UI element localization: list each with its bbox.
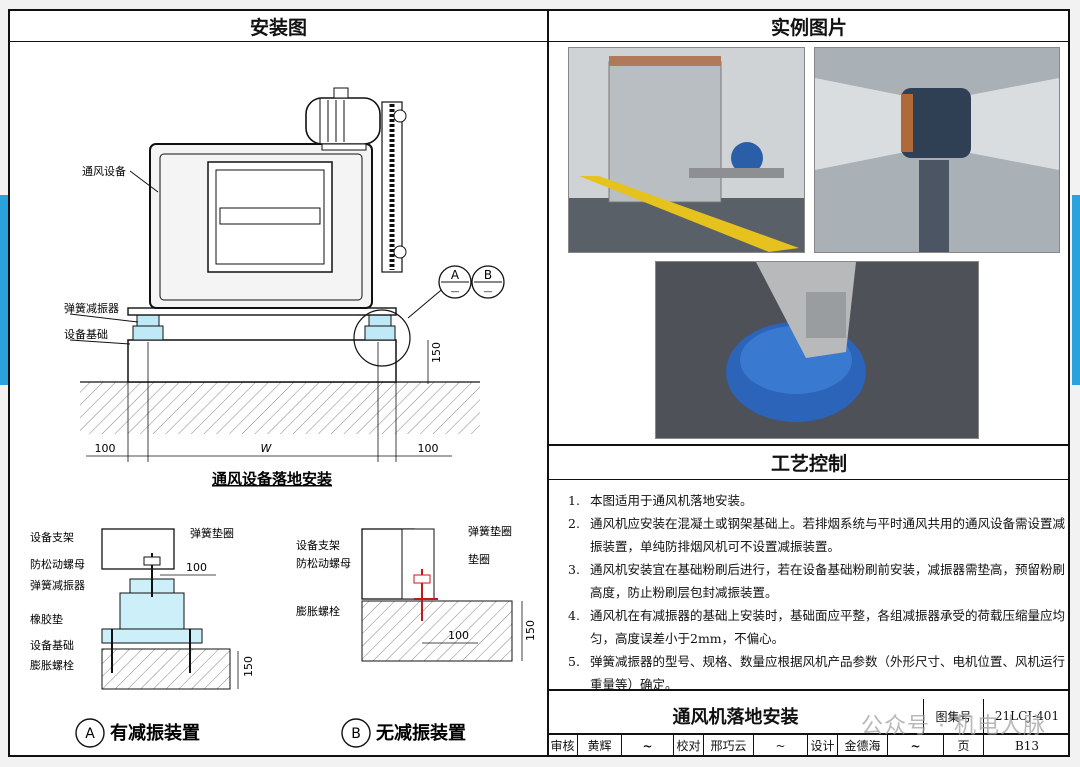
- motor: [305, 87, 381, 151]
- title-block: 通风机落地安装 图集号 21LCJ-401 审核 黄辉 ~ 校对 邢巧云 ~ 设…: [548, 699, 1070, 757]
- photo-fan-on-base: [568, 47, 805, 253]
- checker-name: 邢巧云: [704, 734, 754, 757]
- steel-frame: [127, 307, 397, 316]
- label-spring-damper: 弹簧减振器: [64, 301, 119, 315]
- detail-b-dim-150: 150: [524, 620, 537, 641]
- detail-a-rubber-pad: [101, 628, 203, 644]
- callout-a: A —: [438, 265, 472, 299]
- note-item: 1. 本图适用于通风机落地安装。: [568, 489, 1068, 512]
- spring-damper-right: [364, 313, 396, 341]
- detail-a-label-bolt: 膨胀螺栓: [30, 658, 74, 672]
- callout-b: B —: [471, 265, 505, 299]
- design-label: 设计: [808, 734, 838, 757]
- note-number: 2.: [568, 516, 580, 531]
- detail-a-label-spring: 弹簧减振器: [30, 578, 85, 592]
- watermark-text: 公众号 · 机电人脉: [861, 714, 1046, 739]
- label-equipment-base: 设备基础: [64, 327, 108, 341]
- note-item: 3. 通风机安装宜在基础粉刷后进行，若在设备基础粉刷前安装，减振器需垫高，预留粉刷…: [568, 558, 1068, 604]
- left-edge-accent: [0, 195, 8, 385]
- label-ventilation-equipment: 通风设备: [82, 164, 126, 178]
- detail-b-caption-text: 无减振装置: [376, 722, 466, 744]
- photo-process-divider: [548, 444, 1070, 446]
- note-number: 3.: [568, 562, 580, 577]
- note-item: 4. 通风机在有减振器的基础上安装时，基础面应平整，各组减振器承受的荷载压缩量应均…: [568, 604, 1068, 650]
- page-label: 页: [944, 734, 984, 757]
- callout-b-letter: B: [484, 268, 492, 282]
- note-number: 1.: [568, 493, 580, 508]
- detail-b-caption-letter: B: [351, 726, 361, 742]
- review-signature: ~: [622, 734, 674, 757]
- check-signature: ~: [754, 734, 808, 757]
- spring-damper-left: [132, 313, 164, 341]
- note-text: 通风机在有减振器的基础上安装时，基础面应平整，各组减振器承受的荷载压缩量应均匀，…: [590, 608, 1066, 646]
- right-edge-accent: [1072, 195, 1080, 385]
- detail-a-drawing: 设备支架 防松动螺母 弹簧减振器 橡胶垫 设备基础 膨胀螺栓 弹簧垫圈 100 …: [30, 526, 255, 748]
- detail-a-support: [101, 528, 175, 570]
- note-item: 2. 通风机应安装在混凝土或钢架基础上。若排烟系统与平时通风共用的通风设备需设置减…: [568, 512, 1068, 558]
- detail-b-label-bolt: 膨胀螺栓: [296, 604, 340, 618]
- designer-name: 金德海: [838, 734, 888, 757]
- detail-a-label-nut: 防松动螺母: [30, 557, 85, 571]
- detail-b-dim-100: 100: [448, 629, 469, 642]
- note-text: 通风机应安装在混凝土或钢架基础上。若排烟系统与平时通风共用的通风设备需设置减振装…: [590, 516, 1066, 554]
- callout-b-sub: —: [484, 287, 493, 297]
- detail-a-spring-damper: [119, 592, 185, 630]
- main-drawing-caption: 通风设备落地安装: [212, 470, 333, 488]
- detail-b-drawing: 设备支架 防松动螺母 膨胀螺栓 弹簧垫圈 垫圈 100 150 B 无减振装置: [296, 524, 537, 748]
- atlas-label: 图集号: [924, 699, 984, 733]
- dim-100-right: 100: [418, 442, 439, 455]
- detail-b-label-spring-washer: 弹簧垫圈: [468, 524, 512, 538]
- drawing-title: 通风机落地安装: [548, 699, 924, 733]
- drawing-sheet: 安装图 实例图片 工艺控制: [8, 9, 1070, 757]
- detail-a-label-washer: 弹簧垫圈: [190, 526, 234, 540]
- reviewer-name: 黄辉: [578, 734, 622, 757]
- design-signature: ~: [888, 734, 944, 757]
- detail-a-caption-text: 有减振装置: [110, 722, 200, 744]
- review-label: 审核: [548, 734, 578, 757]
- title-block-top: [548, 689, 1070, 691]
- dim-150-height: 150: [430, 342, 443, 363]
- note-text: 弹簧减振器的型号、规格、数量应根据风机产品参数（外形尺寸、电机位置、风机运行重量…: [590, 654, 1066, 692]
- note-text: 本图适用于通风机落地安装。: [590, 493, 753, 508]
- belt-drive: [381, 101, 407, 273]
- column-divider: [547, 11, 549, 757]
- install-section-title: 安装图: [10, 11, 547, 42]
- detail-a-dim-100: 100: [186, 561, 207, 574]
- detail-circle: [353, 309, 411, 367]
- photo-section-title: 实例图片: [548, 11, 1070, 42]
- dim-100-left: 100: [95, 442, 116, 455]
- ground-hatch: [80, 382, 480, 434]
- note-number: 5.: [568, 654, 580, 669]
- photo-inline-fan: [814, 47, 1060, 253]
- note-item: 5. 弹簧减振器的型号、规格、数量应根据风机产品参数（外形尺寸、电机位置、风机运行…: [568, 650, 1068, 696]
- detail-b-label-washer: 垫圈: [468, 552, 490, 566]
- detail-b-label-support: 设备支架: [296, 538, 340, 552]
- callout-a-letter: A: [451, 268, 460, 282]
- note-text: 通风机安装宜在基础粉刷后进行，若在设备基础粉刷前安装，减振器需垫高，预留粉刷高度…: [590, 562, 1066, 600]
- detail-b-label-nut: 防松动螺母: [296, 556, 351, 570]
- note-number: 4.: [568, 608, 580, 623]
- callout-a-sub: —: [451, 287, 460, 297]
- detail-a-label-base: 设备基础: [30, 638, 74, 652]
- detail-a-label-rubber: 橡胶垫: [30, 612, 63, 626]
- check-label: 校对: [674, 734, 704, 757]
- detail-a-label-support: 设备支架: [30, 530, 74, 544]
- process-section-title: 工艺控制: [548, 445, 1070, 480]
- main-installation-drawing: A — B — 通风设备 弹簧减振器 设备基础 100 W 100 150 通风…: [64, 87, 505, 488]
- atlas-number: 21LCJ-401: [994, 709, 1060, 723]
- detail-a-caption-letter: A: [85, 726, 95, 742]
- detail-a-dim-150: 150: [242, 656, 255, 677]
- photo-spring-damper-closeup: [655, 261, 979, 439]
- page-number: B13: [1014, 738, 1040, 753]
- dim-width: W: [261, 442, 273, 455]
- process-notes: 1. 本图适用于通风机落地安装。 2. 通风机应安装在混凝土或钢架基础上。若排烟系统…: [568, 489, 1068, 696]
